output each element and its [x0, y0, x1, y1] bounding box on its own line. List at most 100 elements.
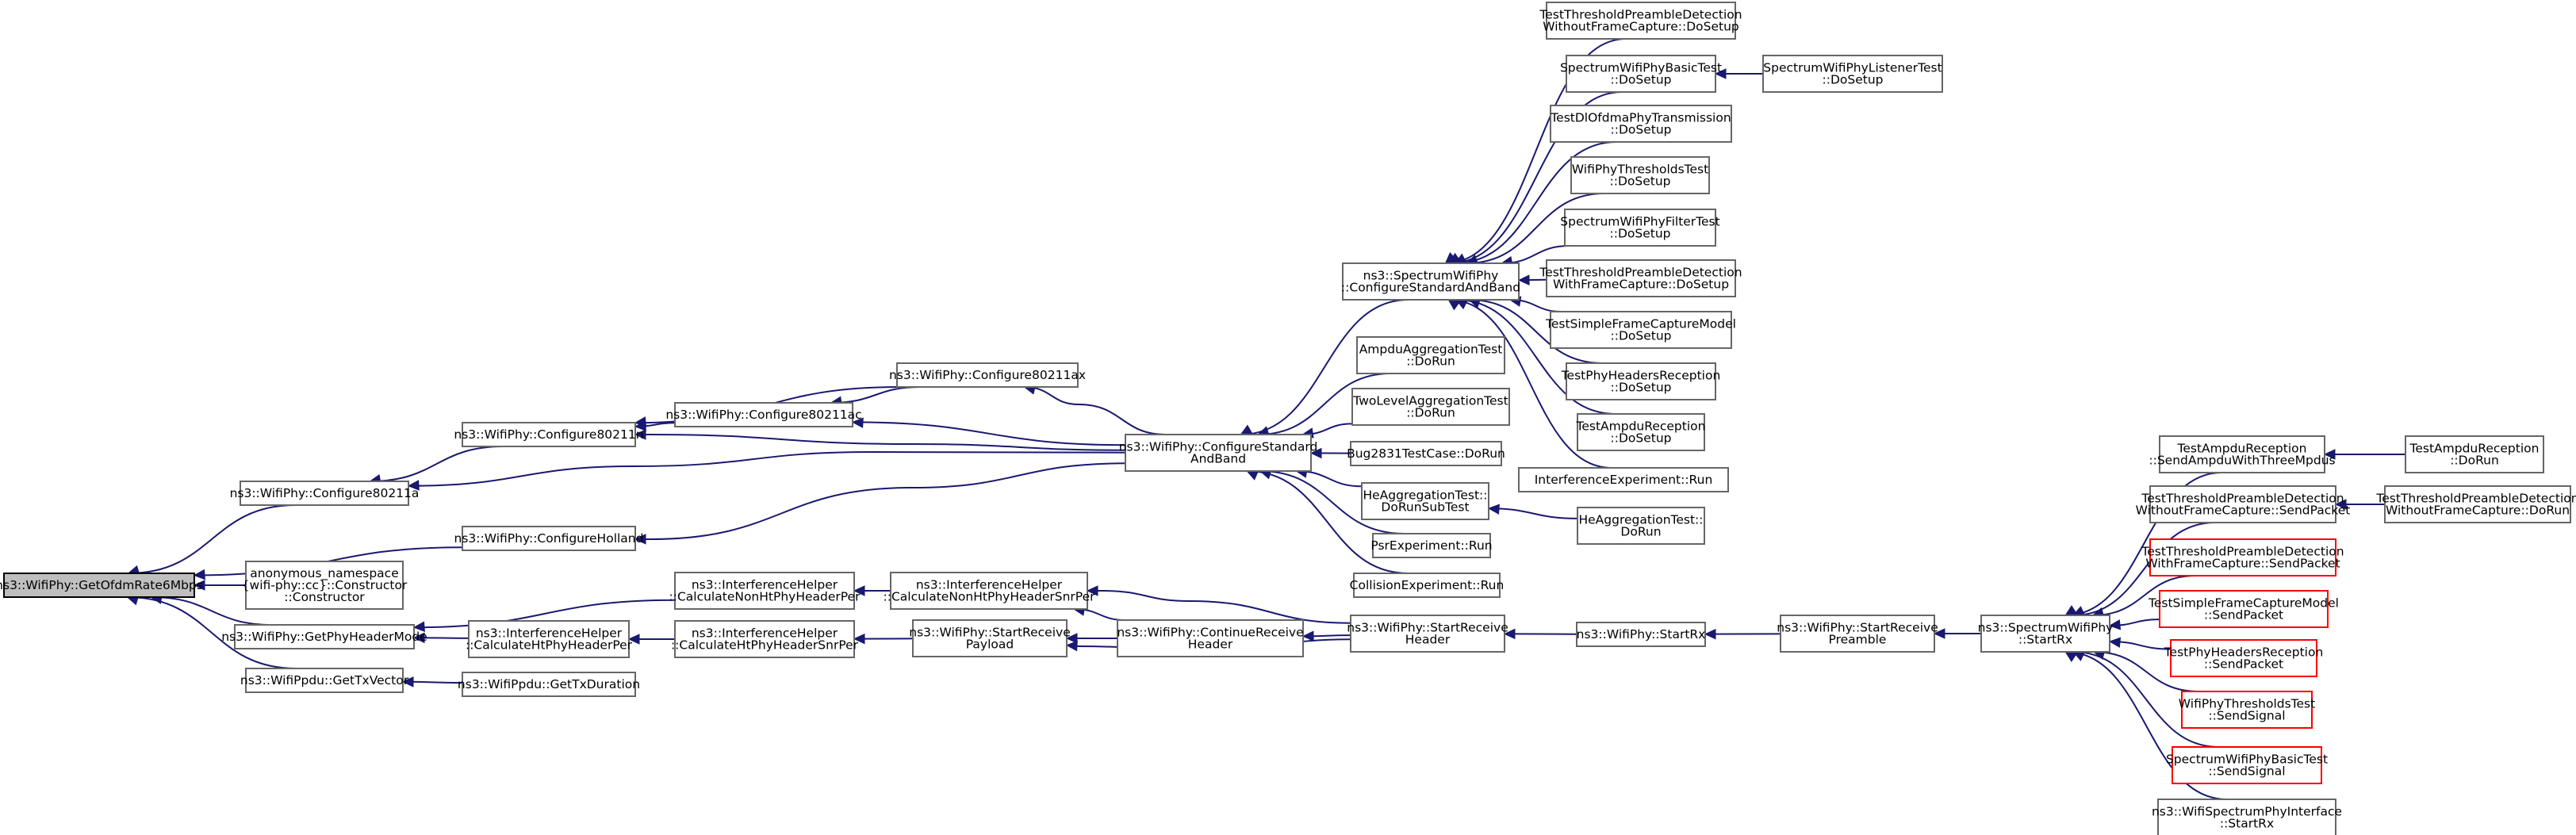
- graph-node-n3[interactable]: anonymous_namespace{wifi-phy::cc}::Const…: [242, 561, 408, 610]
- node-label-line: WithoutFrameCapture::DoRun: [2386, 504, 2570, 518]
- node-label-line: TestDlOfdmaPhyTransmission: [1550, 111, 1731, 125]
- edge-arrowhead: [401, 676, 414, 688]
- node-label-line: InterferenceExperiment::Run: [1535, 473, 1713, 487]
- edge-arrowhead: [2323, 449, 2336, 460]
- graph-node-n46[interactable]: SpectrumWifiPhyBasicTest::SendSignal: [2166, 746, 2328, 784]
- edge-arrowhead: [2064, 651, 2078, 663]
- node-label-line: ns3::WifiPpdu::GetTxDuration: [458, 677, 640, 691]
- graph-node-n39[interactable]: ns3::SpectrumWifiPhy::StartRx: [1978, 615, 2114, 653]
- graph-node-n8[interactable]: ns3::WifiPhy::Configure80211ax: [889, 362, 1086, 388]
- node-label-line: ::SendPacket: [2204, 657, 2283, 672]
- graph-node-n0[interactable]: ns3::WifiPhy::GetOfdmRate6Mbps: [0, 573, 203, 598]
- edge-n33-to-n18: [1456, 299, 1616, 415]
- node-label-line: TestAmpduReception: [2177, 442, 2307, 456]
- node-label-line: ::DoSetup: [1611, 431, 1672, 446]
- graph-node-n4[interactable]: ns3::WifiPhy::GetPhyHeaderMode: [221, 624, 427, 649]
- node-label-line: ::SendPacket: [2204, 608, 2283, 622]
- graph-node-n41[interactable]: TestThresholdPreambleDetectionWithoutFra…: [2136, 485, 2351, 523]
- graph-node-n42[interactable]: TestThresholdPreambleDetectionWithFrameC…: [2141, 538, 2344, 576]
- edge-n9-to-n1: [408, 450, 1126, 487]
- graph-node-n33[interactable]: TestAmpduReception::DoSetup: [1576, 413, 1706, 451]
- node-box: [2149, 485, 2336, 523]
- graph-node-n48[interactable]: TestAmpduReception::DoRun: [2405, 435, 2544, 473]
- node-box: [1125, 434, 1312, 472]
- node-label-line: PsrExperiment::Run: [1370, 538, 1492, 553]
- graph-node-n27[interactable]: TestDlOfdmaPhyTransmission::DoSetup: [1550, 105, 1732, 143]
- edge-arrowhead: [1240, 424, 1253, 435]
- node-label-line: ::CalculateHtPhyHeaderPer: [466, 638, 633, 653]
- graph-node-n18[interactable]: ns3::SpectrumWifiPhy::ConfigureStandardA…: [1341, 262, 1520, 301]
- graph-node-n30[interactable]: TestThresholdPreambleDetectionWithFrameC…: [1539, 259, 1742, 297]
- node-label-line: ::DoRun: [2450, 454, 2499, 468]
- graph-node-n25[interactable]: TestThresholdPreambleDetectionWithoutFra…: [1539, 2, 1742, 40]
- node-label-line: TestThresholdPreambleDetection: [1539, 8, 1742, 22]
- graph-node-n23[interactable]: PsrExperiment::Run: [1370, 533, 1493, 558]
- graph-node-n22[interactable]: HeAggregationTest::DoRunSubTest: [1361, 482, 1489, 520]
- graph-node-n12[interactable]: ns3::WifiPpdu::GetTxDuration: [458, 672, 640, 697]
- graph-node-n5[interactable]: ns3::WifiPpdu::GetTxVector: [240, 668, 409, 693]
- graph-node-n13[interactable]: ns3::InterferenceHelper::CalculateNonHtP…: [884, 572, 1096, 610]
- graph-node-n32[interactable]: TestPhyHeadersReception::DoSetup: [1561, 362, 1721, 400]
- node-label-line: ::DoSetup: [1823, 73, 1884, 87]
- node-box: [674, 402, 853, 427]
- node-box: [1570, 156, 1710, 194]
- node-label-line: ::DoSetup: [1611, 381, 1672, 395]
- node-box: [1546, 2, 1736, 40]
- edge-arrowhead: [1246, 470, 1259, 481]
- graph-node-n21[interactable]: Bug2831TestCase::DoRun: [1347, 441, 1505, 466]
- graph-node-n29[interactable]: SpectrumWifiPhyFilterTest::DoSetup: [1560, 209, 1720, 247]
- graph-node-n28[interactable]: WifiPhyThresholdsTest::DoSetup: [1570, 156, 1710, 194]
- edge-n9-to-n2: [634, 462, 1126, 541]
- node-label-line: ::DoSetup: [1611, 123, 1672, 137]
- edge-arrowhead: [1933, 628, 1945, 639]
- graph-node-n1[interactable]: ns3::WifiPhy::Configure80211a: [230, 481, 420, 506]
- edge-arrowhead: [2108, 619, 2122, 630]
- graph-node-n45[interactable]: WifiPhyThresholdsTest::SendSignal: [2179, 691, 2315, 729]
- graph-node-n10[interactable]: ns3::InterferenceHelper::CalculateNonHtP…: [669, 572, 861, 610]
- graph-node-n26[interactable]: SpectrumWifiPhyBasicTest::DoSetup: [1560, 55, 1722, 93]
- node-label-line: WithFrameCapture::SendPacket: [2145, 557, 2340, 571]
- node-box: [240, 481, 409, 506]
- graph-node-n24[interactable]: CollisionExperiment::Run: [1350, 573, 1505, 598]
- node-box: [912, 619, 1068, 657]
- graph-node-n6[interactable]: ns3::WifiPhy::Configure80211n: [454, 422, 644, 447]
- node-label-line: TestSimpleFrameCaptureModel: [2148, 596, 2339, 611]
- edge-arrowhead: [1503, 628, 1516, 640]
- graph-node-n2[interactable]: ns3::WifiPhy::ConfigureHolland: [454, 526, 644, 551]
- edge-n23-to-n9: [1259, 470, 1405, 534]
- graph-node-n7[interactable]: ns3::WifiPhy::Configure80211ac: [665, 402, 862, 427]
- graph-node-n40[interactable]: TestAmpduReception::SendAmpduWithThreeMp…: [2149, 435, 2336, 473]
- node-label-line: ::ConfigureStandardAndBand: [1341, 281, 1520, 295]
- graph-node-n47[interactable]: ns3::WifiSpectrumPhyInterface::StartRx: [2152, 799, 2342, 835]
- graph-node-n43[interactable]: TestSimpleFrameCaptureModel::SendPacket: [2148, 590, 2339, 628]
- node-label-line: ::Constructor: [284, 590, 365, 604]
- node-box: [2149, 538, 2336, 576]
- edge-arrowhead: [1065, 633, 1078, 644]
- graph-node-n36[interactable]: HeAggregationTest::DoRun: [1577, 507, 1705, 545]
- graph-node-n31[interactable]: TestSimpleFrameCaptureModel::DoSetup: [1545, 311, 1736, 349]
- graph-node-n9[interactable]: ns3::WifiPhy::ConfigureStandardAndBand: [1119, 434, 1318, 472]
- graph-node-n34[interactable]: InterferenceExperiment::Run: [1518, 467, 1729, 492]
- graph-node-n37[interactable]: ns3::WifiPhy::StartRx: [1576, 622, 1706, 647]
- edge-arrowhead: [853, 633, 865, 645]
- edge-arrowhead: [853, 585, 865, 596]
- node-label-line: AmpduAggregationTest: [1359, 343, 1503, 357]
- graph-node-n44[interactable]: TestPhyHeadersReception::SendPacket: [2164, 639, 2324, 677]
- node-box: [245, 561, 404, 610]
- graph-node-n35[interactable]: SpectrumWifiPhyListenerTest::DoSetup: [1762, 55, 1943, 93]
- graph-node-n19[interactable]: AmpduAggregationTest::DoRun: [1356, 336, 1505, 374]
- graph-node-n14[interactable]: ns3::InterferenceHelper::CalculateHtPhyH…: [671, 620, 859, 658]
- node-label-line: ns3::WifiPhy::ConfigureHolland: [454, 531, 644, 546]
- graph-node-n20[interactable]: TwoLevelAggregationTest::DoRun: [1351, 388, 1510, 426]
- node-box: [2181, 691, 2313, 729]
- edge-arrowhead: [1065, 640, 1078, 652]
- node-box: [1576, 622, 1706, 647]
- node-box: [2157, 799, 2336, 835]
- edge-n26-to-n18: [1449, 91, 1623, 264]
- graph-node-n49[interactable]: TestThresholdPreambleDetectionWithoutFra…: [2375, 485, 2576, 523]
- graph-node-n11[interactable]: ns3::InterferenceHelper::CalculateHtPhyH…: [466, 620, 633, 658]
